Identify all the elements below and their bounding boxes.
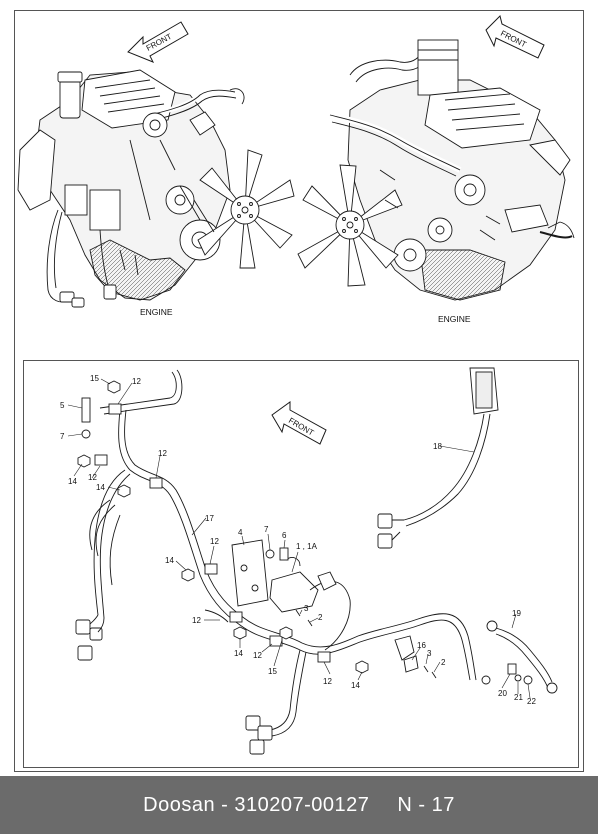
cable-18 — [377, 367, 499, 549]
callout: 5 — [60, 401, 65, 410]
callout: 2 — [318, 613, 323, 622]
bracket-4 — [231, 539, 269, 607]
callout: 14 — [96, 483, 105, 492]
callout: 12 — [253, 651, 262, 660]
parts-diagram: FRONT — [17, 15, 575, 755]
callout: 1 , 1A — [296, 542, 318, 551]
engine-view-right: FRONT — [297, 15, 575, 324]
connector — [249, 739, 265, 755]
page-frame — [14, 10, 584, 772]
callout: 19 — [512, 609, 521, 618]
front-arrow-panel: FRONT — [271, 401, 327, 445]
callout: 4 — [238, 528, 243, 537]
harness-panel-frame — [23, 360, 579, 768]
connector — [257, 725, 273, 741]
callout: 20 — [498, 689, 507, 698]
callout: 21 — [514, 693, 523, 702]
cooling-fan-right — [297, 164, 403, 287]
footer-part-number: 310207-00127 — [234, 794, 370, 816]
connector — [75, 619, 91, 635]
callout: 7 — [264, 525, 269, 534]
callout: 12 — [210, 537, 219, 546]
callout: 7 — [60, 432, 65, 441]
footer-dash: - — [221, 794, 229, 816]
relay-block — [269, 571, 319, 613]
harness-diagram: FRONT — [60, 367, 558, 755]
connector — [77, 645, 93, 661]
engine-label-left: ENGINE — [140, 307, 173, 317]
callout: 17 — [205, 514, 214, 523]
callout: 12 — [323, 677, 332, 686]
clamp-12 — [94, 403, 331, 663]
callout: 2 — [441, 658, 446, 667]
footer-brand: Doosan — [143, 794, 216, 816]
connector — [245, 715, 261, 731]
callout: 6 — [282, 531, 287, 540]
callout: 15 — [90, 374, 99, 383]
leader-lines — [67, 378, 531, 699]
callout: 12 — [88, 473, 97, 482]
callout: 12 — [192, 616, 201, 625]
front-arrow-left: FRONT — [127, 21, 189, 63]
engine-label-right: ENGINE — [438, 314, 471, 324]
callout: 12 — [132, 377, 141, 386]
footer-bar: Doosan - 310207-00127 N - 17 — [0, 776, 598, 834]
front-arrow-right: FRONT — [485, 15, 545, 59]
footer-text: Doosan - 310207-00127 N - 17 — [0, 776, 598, 834]
callout: 15 — [268, 667, 277, 676]
bolt-14 — [77, 454, 369, 674]
cable-19 — [486, 620, 558, 694]
callout: 14 — [165, 556, 174, 565]
callouts: 15 12 5 7 14 12 14 12 17 14 12 4 7 6 1 ,… — [60, 374, 536, 706]
callout: 3 — [427, 649, 432, 658]
callout: 22 — [527, 697, 536, 706]
callout: 14 — [234, 649, 243, 658]
cooling-fan-left — [197, 149, 295, 269]
callout: 3 — [304, 604, 309, 613]
callout: 12 — [158, 449, 167, 458]
callout: 14 — [68, 477, 77, 486]
callout: 16 — [417, 641, 426, 650]
callout: 18 — [433, 442, 442, 451]
footer-page: N - 17 — [397, 794, 455, 816]
engine-view-left: FRONT — [17, 21, 295, 317]
callout: 14 — [351, 681, 360, 690]
